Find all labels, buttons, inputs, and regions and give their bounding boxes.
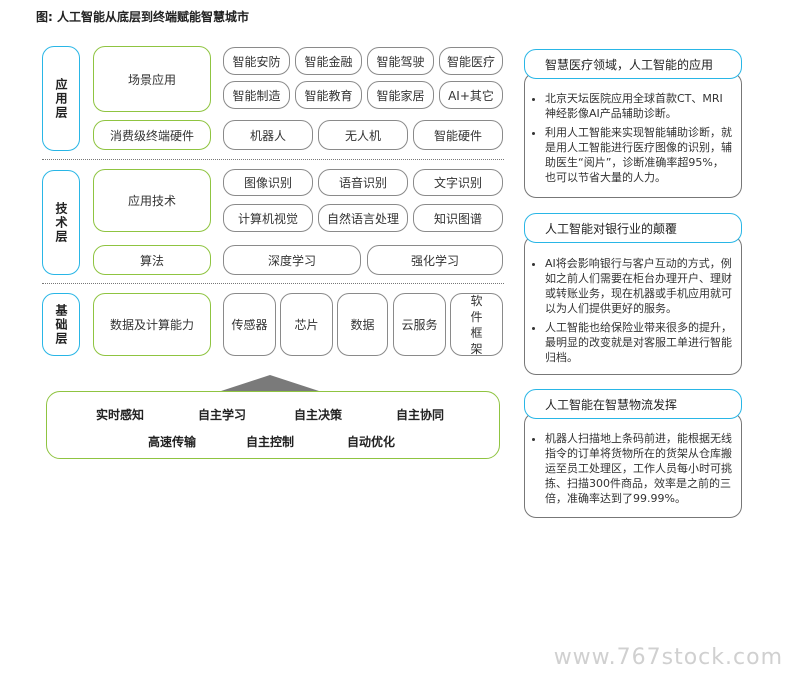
hardware-item: 智能硬件 [413,120,503,150]
upward-arrow-icon [218,375,322,392]
capability-item: 自主协同 [396,408,445,422]
capability-item: 自主学习 [198,408,247,422]
case-title-banking: 人工智能对银行业的颠覆 [524,213,742,243]
tech-item: 计算机视觉 [223,204,313,232]
capability-item: 实时感知 [96,408,145,422]
foundation-item: 数据 [337,293,388,356]
case-panel-logistics: 机器人扫描地上条码前进，能根据无线指令的订单将货物所在的货架从仓库搬运至员工处理… [524,412,742,518]
hardware-item: 机器人 [223,120,313,150]
scene-item: AI+其它 [439,81,503,109]
case-point: 利用人工智能来实现智能辅助诊断，就是用人工智能进行医疗图像的识别，辅助医生“阅片… [545,125,733,185]
watermark: www.767stock.com [553,645,783,670]
consumer-hardware-box: 消费级终端硬件 [93,120,211,150]
case-title-logistics: 人工智能在智慧物流发挥 [524,389,742,419]
compute-box: 数据及计算能力 [93,293,211,356]
capability-item: 自主控制 [246,435,295,449]
layer-divider [42,283,504,284]
case-title-medical: 智慧医疗领域，人工智能的应用 [524,49,742,79]
tech-item: 语音识别 [318,169,408,196]
case-point: 机器人扫描地上条码前进，能根据无线指令的订单将货物所在的货架从仓库搬运至员工处理… [545,431,733,506]
algorithm-box: 算法 [93,245,211,275]
foundation-item: 芯片 [280,293,333,356]
case-panel-banking: AI将会影响银行与客户互动的方式，例如之前人们需要在柜台办理开户、理财或转账业务… [524,235,742,375]
hardware-item: 无人机 [318,120,408,150]
capability-item: 高速传输 [148,435,197,449]
tech-item: 文字识别 [413,169,503,196]
algorithm-item: 强化学习 [367,245,503,275]
layer-label-application: 应用层 [42,46,80,151]
tech-item: 自然语言处理 [318,204,408,232]
scene-item: 智能驾驶 [367,47,434,75]
case-point: AI将会影响银行与客户互动的方式，例如之前人们需要在柜台办理开户、理财或转账业务… [545,256,733,316]
layer-label-technology: 技术层 [42,170,80,275]
scene-item: 智能医疗 [439,47,503,75]
page-title: 图: 人工智能从底层到终端赋能智慧城市 [36,10,249,24]
case-panel-medical: 北京天坛医院应用全球首款CT、MRI神经影像AI产品辅助诊断。 利用人工智能来实… [524,72,742,198]
capability-item: 自主决策 [294,408,343,422]
scene-item: 智能安防 [223,47,290,75]
algorithm-item: 深度学习 [223,245,361,275]
tech-item: 知识图谱 [413,204,503,232]
case-point: 北京天坛医院应用全球首款CT、MRI神经影像AI产品辅助诊断。 [545,91,733,121]
scene-item: 智能金融 [295,47,362,75]
capability-box [46,391,500,459]
capability-item: 自动优化 [347,435,396,449]
scene-item: 智能家居 [367,81,434,109]
scene-item: 智能教育 [295,81,362,109]
applied-tech-box: 应用技术 [93,169,211,232]
foundation-item: 云服务 [393,293,446,356]
foundation-item: 软件框架 [450,293,503,356]
layer-divider [42,159,504,160]
tech-item: 图像识别 [223,169,313,196]
layer-label-foundation: 基础层 [42,293,80,356]
case-point: 人工智能也给保险业带来很多的提升，最明显的改变就是对客服工单进行智能归档。 [545,320,733,365]
scene-item: 智能制造 [223,81,290,109]
foundation-item: 传感器 [223,293,276,356]
scene-application-box: 场景应用 [93,46,211,112]
